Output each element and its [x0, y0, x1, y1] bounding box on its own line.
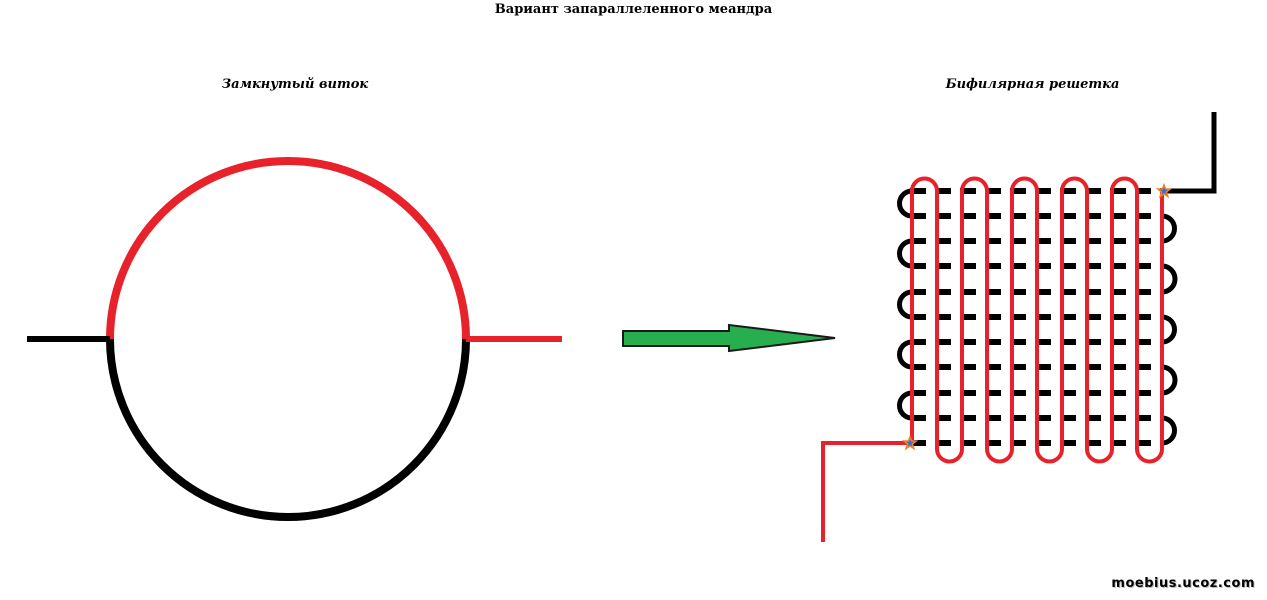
loop-upper-arc-red: [106, 157, 470, 340]
right-arrow-icon: [622, 323, 836, 353]
black-loop-left: [897, 339, 913, 370]
closed-loop-label: Замкнутый виток: [221, 77, 369, 92]
black-loop-left: [897, 238, 913, 269]
junction-star-icon: [1155, 182, 1173, 199]
red-meander: [910, 176, 1164, 464]
black-left-loops: [897, 188, 913, 421]
black-loop-right: [1161, 415, 1177, 446]
black-loop-left: [897, 188, 913, 219]
black-right-loops: [1161, 213, 1178, 446]
loop-lower-arc-black: [106, 338, 470, 521]
watermark: moebius.ucoz.com: [1111, 576, 1255, 591]
black-loop-right: [1161, 213, 1177, 244]
grid-lead-red: [821, 441, 912, 542]
junction-star-icon: [901, 434, 919, 451]
black-loop-right: [1161, 314, 1177, 345]
black-loop-right: [1161, 364, 1178, 396]
diagram-title: Вариант запараллеленного меандра: [494, 2, 773, 17]
closed-loop: [27, 157, 562, 521]
black-loop-left: [897, 390, 913, 421]
grid-lead-black: [1163, 112, 1217, 194]
black-loop-right: [1161, 263, 1178, 295]
bifilar-grid-label: Бифилярная решетка: [945, 77, 1120, 92]
black-loop-left: [897, 289, 913, 320]
bifilar-grid: [821, 112, 1217, 542]
